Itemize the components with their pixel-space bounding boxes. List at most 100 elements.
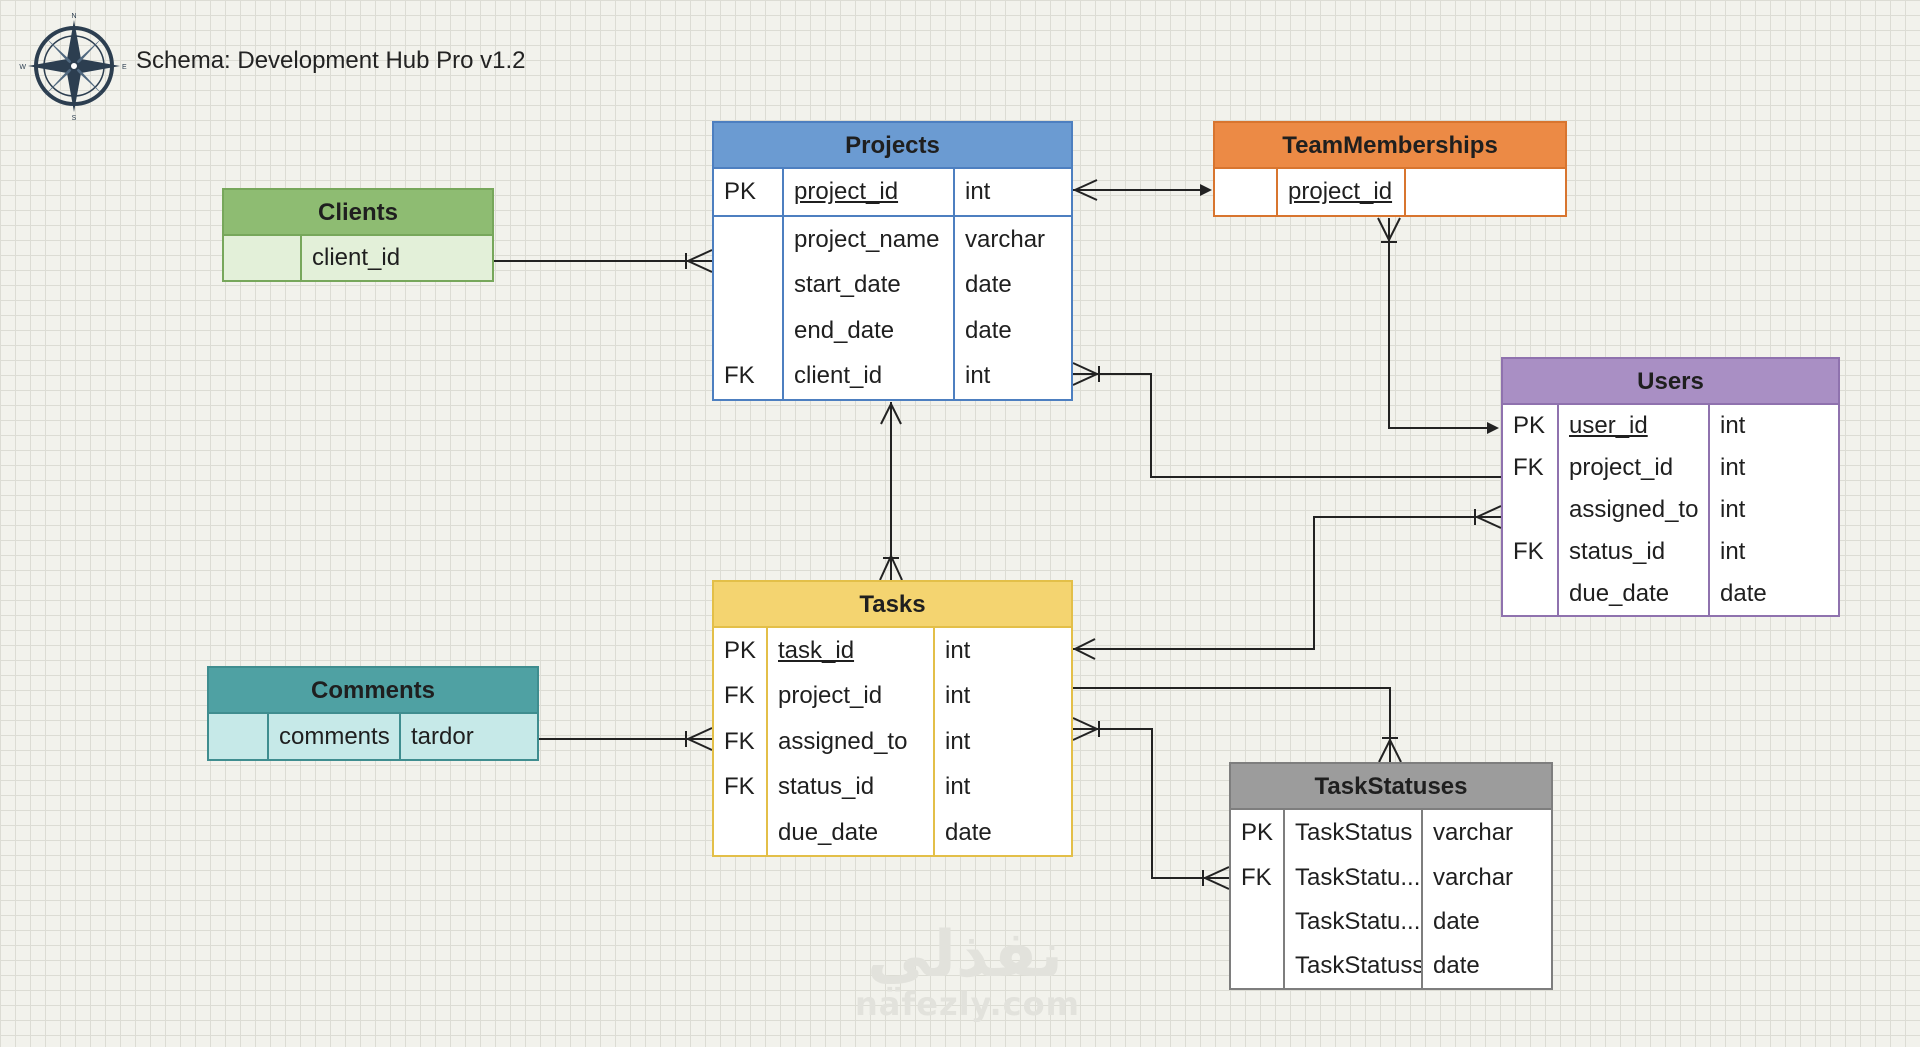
crowfoot-tasks-project — [879, 553, 903, 581]
key-cell: FK — [714, 353, 784, 399]
type-cell: date — [1433, 908, 1480, 935]
link-users-projects — [1073, 373, 1501, 478]
key-cell — [714, 810, 768, 855]
entity-teammemberships[interactable]: TeamMemberships project_id — [1213, 121, 1567, 217]
key-cell: FK — [714, 719, 768, 764]
key-cell: PK — [714, 628, 768, 673]
key-cell: FK — [1503, 531, 1559, 573]
entity-title: Projects — [714, 123, 1071, 169]
type-cell: varchar — [1433, 864, 1514, 891]
key-cell: PK — [1231, 810, 1285, 855]
field-cell[interactable]: status_id — [768, 764, 935, 810]
key-cell: FK — [714, 764, 768, 810]
field-cell[interactable]: project_id — [1278, 169, 1406, 215]
key-cell: FK — [1231, 855, 1285, 900]
key-cell — [1231, 900, 1285, 944]
entity-title: TeamMemberships — [1215, 123, 1565, 169]
field-cell[interactable]: client_id — [784, 353, 955, 399]
key-cell: FK — [714, 673, 768, 719]
type-cell: int — [1720, 496, 1746, 523]
field-cell[interactable]: project_name — [784, 217, 955, 262]
field-cell[interactable]: client_id — [312, 244, 401, 271]
field-cell[interactable]: status_id — [1559, 531, 1710, 573]
field-cell[interactable]: due_date — [1559, 573, 1710, 615]
key-cell — [1503, 489, 1559, 531]
field-cell[interactable]: start_date — [784, 262, 955, 308]
compass-s-label: S — [72, 115, 77, 120]
field-cell[interactable]: comments — [269, 714, 401, 759]
key-cell: PK — [1503, 405, 1559, 447]
key-cell — [714, 308, 784, 353]
link-users-tasks — [1073, 516, 1501, 650]
type-cell: date — [945, 819, 992, 846]
type-cell: varchar — [1433, 819, 1514, 846]
type-cell: varchar — [965, 226, 1046, 253]
key-cell — [1231, 944, 1285, 988]
entity-tasks[interactable]: Tasks PK task_id int FK project_id int F… — [712, 580, 1073, 857]
type-cell: int — [965, 178, 991, 205]
type-cell — [1406, 169, 1565, 215]
type-cell: int — [945, 637, 971, 664]
field-cell[interactable]: TaskStatu... — [1285, 900, 1423, 944]
type-cell: int — [945, 773, 971, 800]
field-cell[interactable]: assigned_to — [768, 719, 935, 764]
link-tasks-taskstatuses-left — [1073, 728, 1229, 879]
crowfoot-users-assigned — [1474, 505, 1502, 529]
link-tasks-taskstatuses-top — [1073, 687, 1391, 762]
crowfoot-projects-client — [685, 249, 713, 273]
compass-e-label: E — [122, 64, 127, 71]
field-cell[interactable]: project_id — [768, 673, 935, 719]
entity-users[interactable]: Users PK user_id int FK project_id int a… — [1501, 357, 1840, 617]
crowfoot-tasks-comments — [685, 727, 713, 751]
compass-logo: N S E W — [19, 13, 127, 120]
type-cell: int — [945, 682, 971, 709]
type-cell: int — [965, 362, 991, 389]
crowfoot-taskstatuses-top — [1378, 737, 1402, 763]
field-cell[interactable]: TaskStatuss — [1285, 944, 1423, 988]
type-cell: date — [1433, 952, 1480, 979]
open-arrow-projects-bottom — [880, 401, 902, 425]
entity-title: Tasks — [714, 582, 1071, 628]
type-cell: date — [1720, 580, 1767, 607]
field-cell[interactable]: project_id — [784, 169, 955, 215]
field-cell[interactable]: user_id — [1559, 405, 1710, 447]
entity-title: Comments — [209, 668, 537, 714]
type-cell: int — [945, 728, 971, 755]
entity-comments[interactable]: Comments comments tardor — [207, 666, 539, 761]
entity-title: TaskStatuses — [1231, 764, 1551, 810]
field-cell[interactable]: due_date — [768, 810, 935, 855]
type-cell: tardor — [411, 723, 474, 750]
crowfoot-taskstatuses-left — [1202, 866, 1230, 890]
key-cell: PK — [714, 169, 784, 215]
type-cell: int — [1720, 538, 1746, 565]
field-cell[interactable]: TaskStatu... — [1285, 855, 1423, 900]
type-cell: int — [1720, 412, 1746, 439]
field-cell[interactable]: project_id — [1559, 447, 1710, 489]
type-cell: date — [965, 317, 1012, 344]
key-cell — [209, 714, 269, 759]
open-arrow-tasks — [1072, 638, 1096, 660]
field-cell[interactable]: TaskStatus — [1285, 810, 1423, 855]
link-teammemberships-users — [1388, 218, 1499, 434]
type-cell: date — [965, 271, 1012, 298]
compass-n-label: N — [71, 13, 76, 20]
entity-taskstatuses[interactable]: TaskStatuses PK TaskStatus varchar FK Ta… — [1229, 762, 1553, 990]
open-arrow-projects — [1072, 179, 1098, 201]
key-cell — [1215, 169, 1278, 215]
key-cell: FK — [1503, 447, 1559, 489]
compass-w-label: W — [19, 64, 26, 71]
field-cell[interactable]: task_id — [768, 628, 935, 673]
entity-clients[interactable]: Clients client_id — [222, 188, 494, 282]
field-cell[interactable]: assigned_to — [1559, 489, 1710, 531]
key-cell — [714, 217, 784, 262]
crowfoot-tasks-status — [1072, 717, 1100, 741]
type-cell: int — [1720, 454, 1746, 481]
field-cell[interactable]: end_date — [784, 308, 955, 353]
diagram-title: Schema: Development Hub Pro v1.2 — [136, 47, 526, 74]
entity-projects[interactable]: Projects PK project_id int project_name … — [712, 121, 1073, 401]
crowfoot-teammemberships — [1377, 217, 1401, 243]
key-cell — [224, 236, 302, 280]
entity-title: Clients — [224, 190, 492, 236]
entity-title: Users — [1503, 359, 1838, 405]
